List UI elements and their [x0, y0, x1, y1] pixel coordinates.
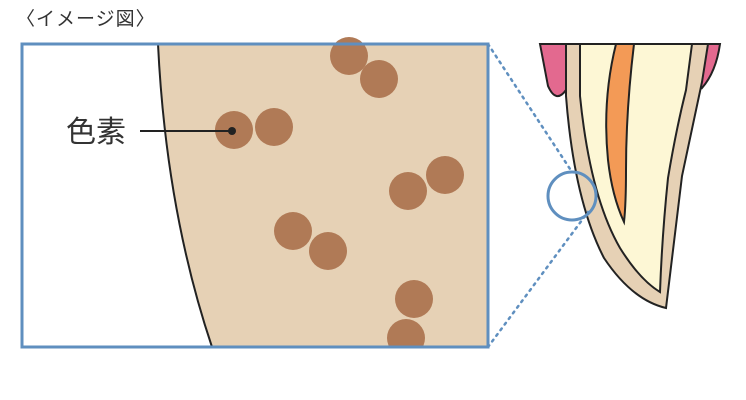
- magnified-view: 色素: [0, 37, 746, 400]
- tooth-pulp: [605, 43, 636, 226]
- pigment-particle: [274, 212, 312, 250]
- pigment-particle: [360, 60, 398, 98]
- pigment-leader-dot: [228, 127, 236, 135]
- pigment-particle: [330, 37, 368, 75]
- pigment-particle: [389, 172, 427, 210]
- dentin-region: [158, 44, 488, 347]
- pigment-particles: [215, 37, 464, 357]
- dentin-boundary: [157, 43, 213, 348]
- pigment-particle: [255, 108, 293, 146]
- tooth-illustration: [538, 43, 722, 310]
- pigment-label: 色素: [66, 115, 126, 150]
- zoom-line-top: [486, 42, 574, 174]
- bottom-mask: [0, 347, 746, 400]
- pigment-particle: [309, 232, 347, 270]
- zoom-circle: [546, 170, 598, 222]
- pigment-particle: [395, 280, 433, 318]
- magnified-frame: [20, 42, 490, 349]
- zoom-line-bottom: [486, 210, 590, 349]
- caption: 〈イメージ図〉: [16, 8, 156, 30]
- zoom-indicator: [486, 42, 598, 349]
- pigment-particle: [426, 156, 464, 194]
